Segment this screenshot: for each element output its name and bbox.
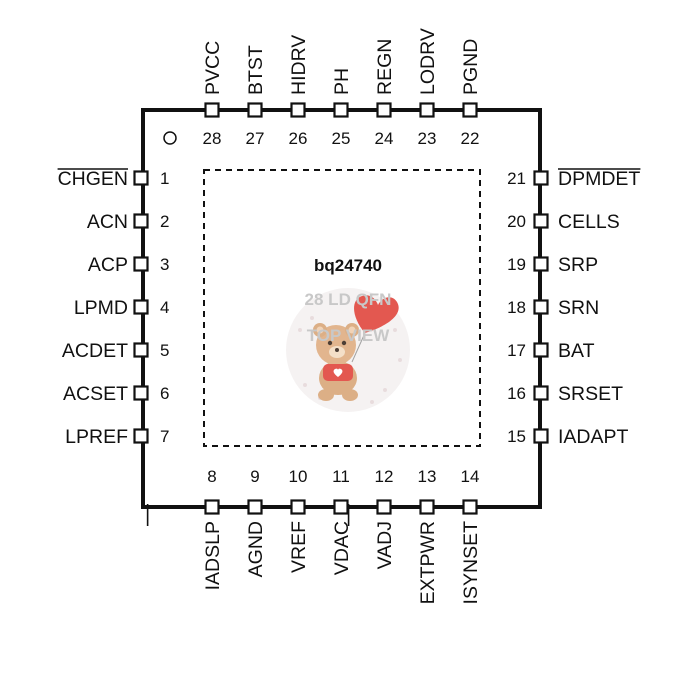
pin-13-number: 13 — [418, 467, 437, 486]
pin-3-label: ACP — [88, 254, 128, 276]
pin-24-label: REGN — [374, 39, 396, 95]
pin-19-number: 19 — [507, 255, 526, 274]
pin-14-number: 14 — [461, 467, 480, 486]
pin-7-number: 7 — [160, 427, 169, 446]
pin-1-label: CHGEN — [58, 168, 128, 190]
pin-2-pad — [133, 213, 149, 229]
pin-11-label: VDAC — [331, 521, 353, 575]
package-label: 28 LD QFN — [305, 290, 392, 309]
pin1-marker-icon — [163, 131, 177, 145]
pin-5-number: 5 — [160, 341, 169, 360]
teddy-bear-watermark-icon — [286, 288, 410, 412]
pin-7-label: LPREF — [65, 426, 128, 448]
pin-9-number: 9 — [250, 467, 259, 486]
pin-11-pad — [333, 499, 349, 515]
pin-3-number: 3 — [160, 255, 169, 274]
pin-24-pad — [376, 102, 392, 118]
pin-23-pad — [419, 102, 435, 118]
pin-5-pad — [133, 342, 149, 358]
pin-16-pad — [533, 385, 549, 401]
pin-7-pad — [133, 428, 149, 444]
pin-12-pad — [376, 499, 392, 515]
pin-5-label: ACDET — [62, 340, 128, 362]
pin-8-pad — [204, 499, 220, 515]
pin-1-pad — [133, 170, 149, 186]
pin-22-number: 22 — [461, 129, 480, 148]
pin-16-number: 16 — [507, 384, 526, 403]
pin-13-label: EXTPWR — [417, 521, 439, 604]
pin-14-label: ISYNSET — [460, 521, 482, 605]
pin-17-pad — [533, 342, 549, 358]
pin-15-pad — [533, 428, 549, 444]
pin-28-number: 28 — [203, 129, 222, 148]
pin-4-label: LPMD — [74, 297, 128, 319]
pin-6-pad — [133, 385, 149, 401]
pin-2-number: 2 — [160, 212, 169, 231]
pin-12-label: VADJ — [374, 521, 396, 569]
pin-23-number: 23 — [418, 129, 437, 148]
pin-26-label: HIDRV — [288, 35, 310, 95]
pin-9-pad — [247, 499, 263, 515]
pin-4-number: 4 — [160, 298, 169, 317]
pin-19-label: SRP — [558, 254, 598, 276]
pin-25-number: 25 — [332, 129, 351, 148]
view-label: TOP VIEW — [307, 326, 390, 345]
pin-11-number: 11 — [332, 467, 350, 486]
pin-21-label: DPMDET — [558, 168, 640, 190]
pin-13-pad — [419, 499, 435, 515]
pin-10-number: 10 — [289, 467, 308, 486]
pin-19-pad — [533, 256, 549, 272]
pin-14-pad — [462, 499, 478, 515]
pin-23-label: LODRV — [417, 28, 439, 95]
pin-20-pad — [533, 213, 549, 229]
pin-24-number: 24 — [375, 129, 394, 148]
pin-10-label: VREF — [288, 521, 310, 573]
pin-22-pad — [462, 102, 478, 118]
pin-27-label: BTST — [245, 45, 267, 95]
pin-18-pad — [533, 299, 549, 315]
thermal-pad-outline — [203, 169, 481, 447]
pin-21-pad — [533, 170, 549, 186]
pin-2-label: ACN — [87, 211, 128, 233]
pin-27-number: 27 — [246, 129, 265, 148]
pin-4-pad — [133, 299, 149, 315]
pin-6-label: ACSET — [63, 383, 128, 405]
pin-16-label: SRSET — [558, 383, 623, 405]
pin-18-number: 18 — [507, 298, 526, 317]
pin-17-number: 17 — [507, 341, 526, 360]
pin-17-label: BAT — [558, 340, 595, 362]
pin-15-number: 15 — [507, 427, 526, 446]
pin-10-pad — [290, 499, 306, 515]
pin-15-label: IADAPT — [558, 426, 629, 448]
pin-18-label: SRN — [558, 297, 599, 319]
pin-28-pad — [204, 102, 220, 118]
pin-25-label: PH — [331, 68, 353, 95]
pin-6-number: 6 — [160, 384, 169, 403]
pin-3-pad — [133, 256, 149, 272]
pin-20-label: CELLS — [558, 211, 620, 233]
pin-1-number: 1 — [160, 169, 169, 188]
pin-8-label: IADSLP — [202, 521, 224, 590]
pin-8-number: 8 — [207, 467, 216, 486]
pin-9-label: AGND — [245, 521, 267, 577]
part-number: bq24740 — [314, 256, 382, 275]
pin-20-number: 20 — [507, 212, 526, 231]
pin-21-number: 21 — [507, 169, 526, 188]
pin-28-label: PVCC — [202, 41, 224, 95]
pin-26-pad — [290, 102, 306, 118]
pin-26-number: 26 — [289, 129, 308, 148]
pin-25-pad — [333, 102, 349, 118]
pin-27-pad — [247, 102, 263, 118]
pin-22-label: PGND — [460, 39, 482, 95]
pin-12-number: 12 — [375, 467, 394, 486]
